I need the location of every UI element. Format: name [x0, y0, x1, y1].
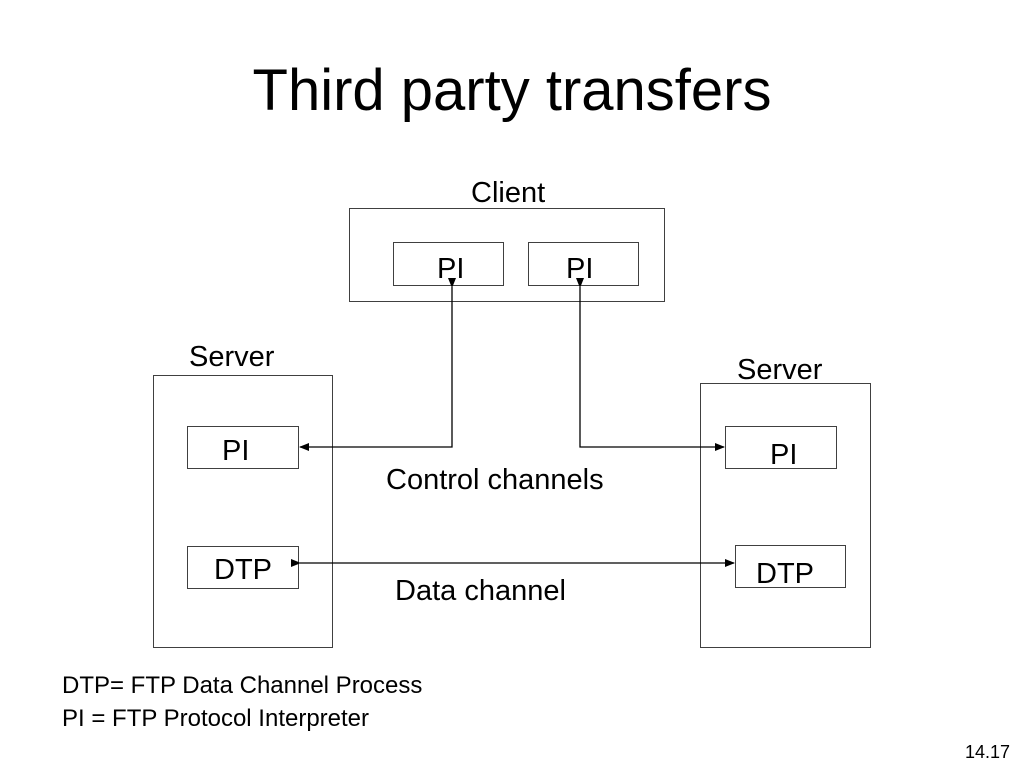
- server-right-pi-box: [725, 426, 837, 469]
- server-left-dtp-label: DTP: [214, 554, 272, 586]
- control-channels-label: Control channels: [386, 464, 604, 496]
- server-left-dtp-box: [187, 546, 299, 589]
- server-left-pi-label: PI: [222, 435, 250, 467]
- server-right-label: Server: [737, 354, 823, 386]
- server-left-pi-box: [187, 426, 299, 469]
- server-right-pi-label: PI: [770, 439, 798, 471]
- legend-dtp: DTP= FTP Data Channel Process: [62, 672, 423, 699]
- server-right-dtp-label: DTP: [756, 558, 814, 590]
- data-channel-label: Data channel: [395, 575, 566, 607]
- legend-pi: PI = FTP Protocol Interpreter: [62, 705, 370, 732]
- control-channel-left-arrow: [299, 278, 456, 451]
- page-number: 14.17: [965, 742, 1011, 762]
- client-label: Client: [471, 177, 546, 209]
- slide-title: Third party transfers: [252, 58, 772, 123]
- server-left-label: Server: [189, 341, 275, 373]
- control-channel-right-arrow: [576, 278, 725, 451]
- server-right-dtp-box: [735, 545, 846, 588]
